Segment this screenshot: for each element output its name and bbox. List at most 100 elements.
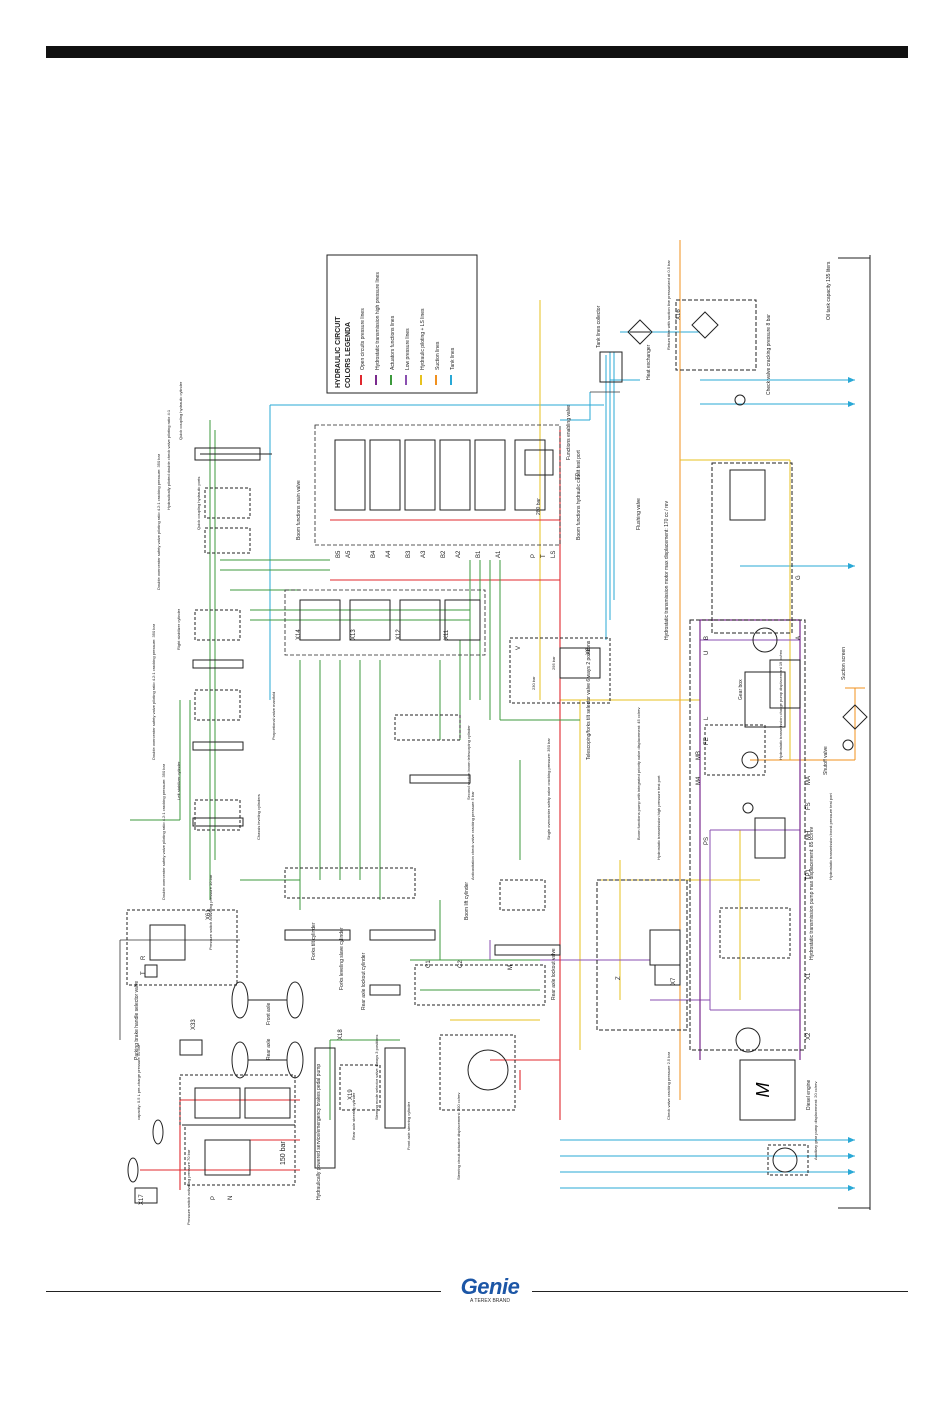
label-pressure-switch-70: Pressure switch activating pressure 70 b… — [186, 1149, 191, 1225]
transmission-block — [596, 462, 806, 1053]
legend-item-label: Tank lines — [450, 347, 456, 370]
label-functions-enabling-valve: Functions enabling valve — [566, 405, 572, 460]
port-label: X12 — [396, 629, 402, 640]
port-label: C2 — [458, 960, 464, 968]
legend-item-label: Hydraulic piloting + LS lines — [420, 308, 426, 370]
label-gear-box: Gear box — [738, 679, 744, 700]
label-rear-axle-lockout-valve: Rear axle lockout valve — [551, 948, 557, 1000]
actuator-lines — [130, 420, 580, 1120]
port-label: X7 — [671, 977, 677, 985]
label-chassis-leveling-cyl: Chassis leveling cylinders — [256, 794, 261, 840]
stabilizer-cylinders — [192, 609, 244, 831]
label-brakes-pedal-pump: Hydraulically powered service/emergency … — [316, 1064, 322, 1200]
legend-item-label: Suction lines — [435, 341, 441, 370]
label-charge-pump: Hydrostatic transmission charge pump dis… — [778, 650, 783, 760]
port-label: X11 — [444, 629, 450, 640]
label-anticavitation: Anticavitation check valve cracking pres… — [470, 791, 475, 880]
port-label: PS — [704, 837, 710, 845]
port-label: X33 — [191, 1019, 197, 1030]
axles — [231, 981, 304, 1079]
port-label: B5 — [336, 550, 342, 558]
port-label: L — [704, 716, 710, 720]
label-relief-295: 295 bar — [551, 656, 556, 670]
port-label: B1 — [476, 550, 482, 558]
label-right-stab-cyl: Right stabilizer cylinder — [176, 608, 181, 650]
port-label: M — [508, 965, 514, 970]
proportional-manifold — [284, 589, 486, 656]
label-aux-gear-pump: Auxiliary gear pump displacement: 20 cc/… — [813, 1082, 818, 1160]
port-label: X19 — [348, 1089, 354, 1100]
label-left-stab-cyl: Left stabilizer cylinder — [176, 761, 181, 800]
port-label: X1 — [806, 972, 812, 980]
port-label: B3 — [406, 550, 412, 558]
legend-item-label: Hydrostatic transmission high pressure l… — [375, 272, 381, 370]
label-accumulator: capacity: 0.5 L pre-charge pressure 50 b… — [136, 1044, 141, 1120]
label-quick-coupling-ports: Quick coupling hydraulic ports — [196, 477, 201, 530]
label-rear-axle: Rear axle — [266, 1038, 272, 1060]
label-diesel-engine: Diesel engine — [806, 1079, 812, 1110]
tank-return-lines — [269, 331, 855, 1189]
label-return-filter: Return filter with suction line pressuri… — [666, 260, 671, 350]
label-boom-test-port: Boom functions hydraulic circuit test po… — [576, 450, 582, 540]
port-label: G — [796, 575, 802, 580]
port-label: A4 — [386, 550, 392, 558]
label-steering-selector: Steering mode selector valve 4 ways 3 po… — [374, 1035, 379, 1120]
suction-lines — [679, 240, 865, 1100]
port-label: A1 — [496, 550, 502, 558]
label-quick-coupling-cyl: Quick coupling hydraulic cylinder — [178, 381, 183, 440]
label-double-overcenter-350: Double overcenter safety valve piloting … — [156, 453, 161, 590]
footer-rule-left — [46, 1291, 441, 1292]
port-label: X2 — [806, 1032, 812, 1040]
label-pressure-switch-10: Pressure switch activating pressure 10 b… — [208, 874, 213, 950]
port-label: A2 — [456, 550, 462, 558]
port-label: P — [531, 554, 537, 558]
port-label: X8 — [586, 647, 592, 655]
brake-circuit — [126, 909, 296, 1204]
gear-box — [769, 659, 801, 709]
label-heat-exchanger: Heat exchanger — [646, 344, 652, 380]
port-label: MH — [806, 831, 812, 840]
brand-logo: Genie A TEREX BRAND — [452, 1276, 528, 1305]
port-label: MB — [696, 751, 702, 760]
legend-item-label: Open circuits pressure lines — [360, 308, 366, 370]
port-label: A3 — [421, 550, 427, 558]
port-label: LS — [551, 551, 557, 558]
label-oil-tank: Oil tank capacity 135 liters — [826, 261, 832, 320]
label-relief-150: 150 bar — [280, 1141, 287, 1165]
label-front-axle: Front axle — [266, 1003, 272, 1025]
label-second-section: Second section boom telescoping cylinder — [466, 725, 471, 800]
port-label: V — [516, 646, 522, 650]
port-label: C1 — [426, 960, 432, 968]
port-label: N — [228, 1196, 234, 1200]
label-relief-230: 230 bar — [531, 676, 536, 690]
header-rule — [46, 46, 908, 58]
label-check-valve-8: Check valve cracking pressure 8 bar — [766, 314, 772, 395]
label-shutoff-valve: Shutoff valve — [823, 746, 829, 775]
label-boom-pump: Boom functions pump with integrated prio… — [636, 707, 641, 840]
label-rear-axle-lockout-cyl: Rear axle lockout cylinder — [361, 952, 367, 1010]
engine-symbol: M — [753, 1083, 773, 1098]
legend-box — [326, 254, 478, 394]
port-label: M4 — [696, 776, 702, 785]
label-suction-screen: Suction screen — [841, 647, 847, 680]
label-tank-collector: Tank lines collector — [596, 305, 602, 348]
port-label: U — [704, 651, 710, 655]
label-single-overcenter: Single overcenter safety valve cracking … — [546, 738, 551, 840]
port-label: B2 — [441, 550, 447, 558]
port-label: P — [211, 1196, 217, 1200]
label-boost-test-port: Hydrostatic transmission boost pressure … — [828, 792, 833, 880]
label-check-valve-2-5: Check valve cracking pressure 2.5 bar — [666, 1051, 671, 1120]
port-label: T — [141, 971, 147, 975]
port-label: TP — [576, 472, 582, 480]
port-label: A — [796, 636, 802, 640]
port-label: B4 — [371, 550, 377, 558]
cylinders-center — [284, 714, 561, 1006]
label-forks-tilt-cyl: Forks tilt cylinder — [311, 922, 317, 960]
piloting-lines — [450, 300, 791, 1050]
label-hydro-motor: Hydrostatic transmission motor max displ… — [664, 501, 670, 640]
legend-title: HYDRAULIC CIRCUIT — [335, 316, 342, 388]
legend-item-label: Actuators functions lines — [390, 315, 396, 370]
